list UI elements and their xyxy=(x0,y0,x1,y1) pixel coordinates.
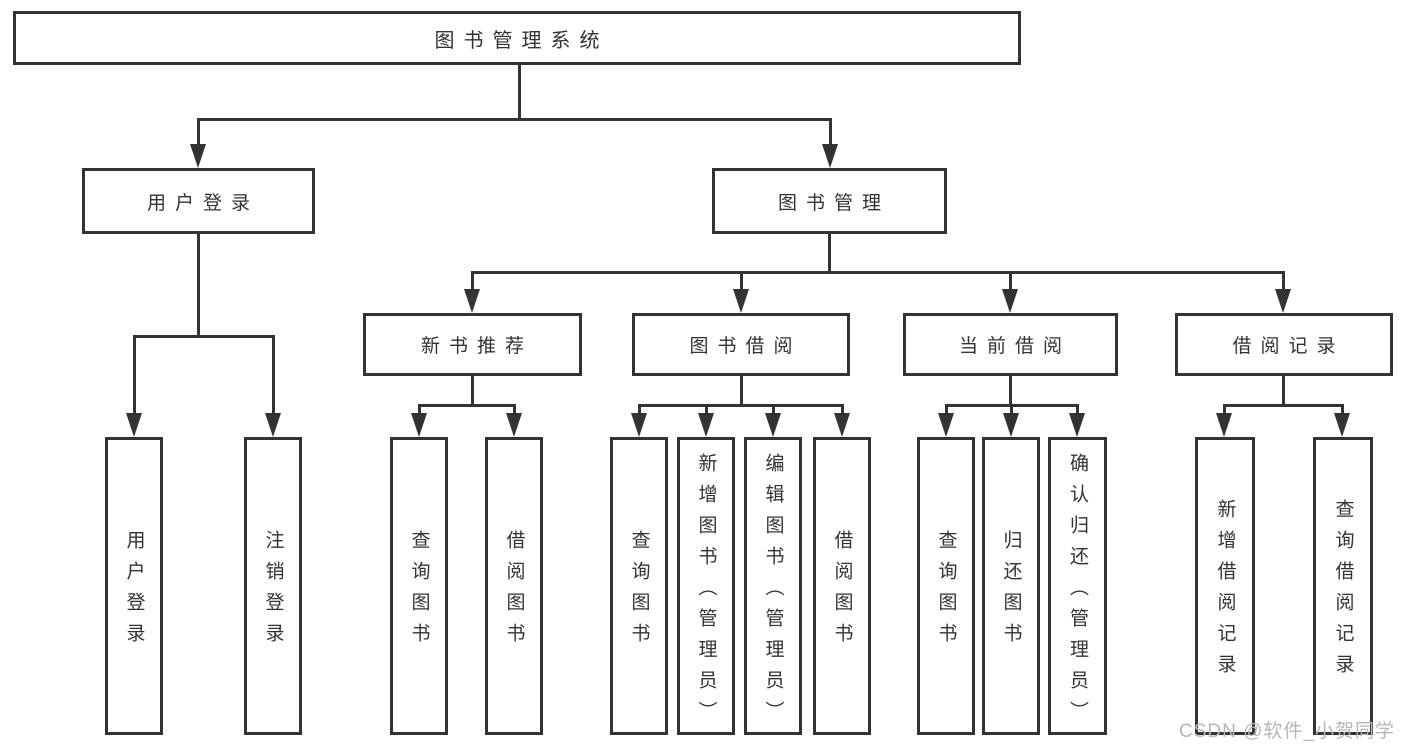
connector-line xyxy=(1008,272,1012,295)
node-label: 借阅记录 xyxy=(1232,336,1345,357)
connector-line xyxy=(739,376,743,405)
arrowhead-icon xyxy=(464,289,480,313)
node-label: 当前借阅 xyxy=(958,336,1071,357)
connector-line xyxy=(1009,405,1013,419)
node-label: 新增借阅记录 xyxy=(1214,499,1236,685)
node-label: 查询借阅记录 xyxy=(1332,499,1354,685)
arrowhead-icon xyxy=(822,144,838,168)
connector-line xyxy=(1281,272,1285,295)
connector-line xyxy=(1222,405,1226,419)
node-root: 图书管理系统 xyxy=(13,11,1021,65)
connector-line xyxy=(271,336,275,419)
connector-line xyxy=(132,334,275,338)
node-label: 查询图书 xyxy=(408,530,430,654)
connector-line xyxy=(637,405,641,419)
node-current-borrow: 当前借阅 xyxy=(903,313,1118,376)
node-label: 注销登录 xyxy=(262,530,284,654)
connector-line xyxy=(470,270,1285,274)
connector-line xyxy=(739,272,743,295)
connector-line xyxy=(944,403,1079,407)
leaf-add-borrow-record: 新增借阅记录 xyxy=(1195,437,1255,735)
arrowhead-icon xyxy=(1002,289,1018,313)
connector-line xyxy=(1340,405,1344,419)
leaf-confirm-return-admin: 确认归还（管理员） xyxy=(1048,437,1107,735)
node-label: 图书管理系统 xyxy=(434,29,609,52)
node-label: 查询图书 xyxy=(935,530,957,654)
node-label: 新增图书（管理员） xyxy=(695,452,717,732)
connector-line xyxy=(827,234,831,272)
leaf-edit-book-admin: 编辑图书（管理员） xyxy=(744,437,802,735)
connector-line xyxy=(517,65,521,119)
leaf-logout: 注销登录 xyxy=(244,437,302,735)
arrowhead-icon xyxy=(1275,289,1291,313)
leaf-return-book: 归还图书 xyxy=(982,437,1040,735)
connector-line xyxy=(1075,405,1079,419)
arrowhead-icon xyxy=(506,413,522,437)
connector-line xyxy=(512,405,516,419)
arrowhead-icon xyxy=(1069,413,1085,437)
arrowhead-icon xyxy=(1003,413,1019,437)
leaf-borrow-book-newrec: 借阅图书 xyxy=(485,437,543,735)
arrowhead-icon xyxy=(733,289,749,313)
node-label: 查询图书 xyxy=(628,530,650,654)
connector-line xyxy=(417,405,421,419)
connector-line xyxy=(637,403,844,407)
node-label: 编辑图书（管理员） xyxy=(762,452,784,732)
connector-line xyxy=(840,405,844,419)
arrowhead-icon xyxy=(834,413,850,437)
arrowhead-icon xyxy=(698,413,714,437)
connector-line xyxy=(470,376,474,405)
arrowhead-icon xyxy=(190,144,206,168)
leaf-query-book-current: 查询图书 xyxy=(917,437,975,735)
connector-line xyxy=(470,272,474,295)
arrowhead-icon xyxy=(1216,413,1232,437)
leaf-user-login: 用户登录 xyxy=(105,437,163,735)
connector-line xyxy=(944,405,948,419)
connector-line xyxy=(1008,376,1012,405)
arrowhead-icon xyxy=(631,413,647,437)
node-label: 新书推荐 xyxy=(420,336,533,357)
leaf-query-book-borrow: 查询图书 xyxy=(610,437,668,735)
connector-line xyxy=(196,117,832,121)
connector-line xyxy=(196,234,200,336)
connector-line xyxy=(1222,403,1344,407)
arrowhead-icon xyxy=(411,413,427,437)
connector-line xyxy=(771,405,775,419)
connector-line xyxy=(1281,376,1285,405)
arrowhead-icon xyxy=(265,413,281,437)
arrowhead-icon xyxy=(938,413,954,437)
arrowhead-icon xyxy=(1334,413,1350,437)
node-label: 确认归还（管理员） xyxy=(1067,452,1088,732)
node-label: 图书借阅 xyxy=(689,336,802,357)
arrowhead-icon xyxy=(126,413,142,437)
node-new-book-recommend: 新书推荐 xyxy=(363,313,582,376)
node-label: 借阅图书 xyxy=(831,530,853,654)
leaf-query-book-newrec: 查询图书 xyxy=(390,437,448,735)
arrowhead-icon xyxy=(765,413,781,437)
leaf-add-book-admin: 新增图书（管理员） xyxy=(677,437,735,735)
node-book-borrow: 图书借阅 xyxy=(632,313,850,376)
node-book-management: 图书管理 xyxy=(712,168,947,234)
node-label: 借阅图书 xyxy=(503,530,525,654)
leaf-query-borrow-record: 查询借阅记录 xyxy=(1313,437,1373,735)
connector-line xyxy=(417,403,516,407)
node-label: 用户登录 xyxy=(146,192,259,214)
node-user-login: 用户登录 xyxy=(82,168,315,234)
node-borrow-records: 借阅记录 xyxy=(1175,313,1393,376)
connector-line xyxy=(132,336,136,419)
connector-line xyxy=(828,119,832,150)
node-label: 用户登录 xyxy=(123,530,145,654)
connector-line xyxy=(196,119,200,150)
leaf-borrow-book-borrow: 借阅图书 xyxy=(813,437,871,735)
watermark: CSDN @软件_小贺同学 xyxy=(1179,721,1395,742)
node-label: 图书管理 xyxy=(777,192,890,214)
node-label: 归还图书 xyxy=(1000,530,1022,654)
connector-line xyxy=(704,405,708,419)
